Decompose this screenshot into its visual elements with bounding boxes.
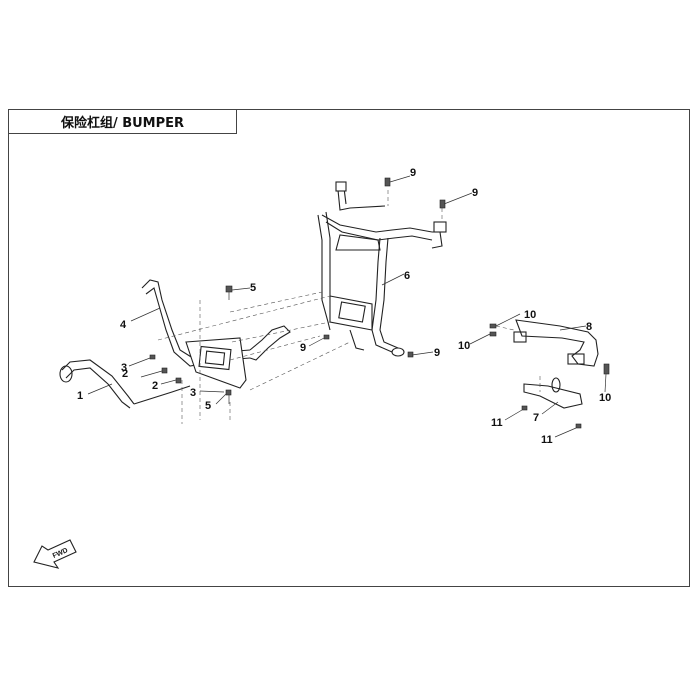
callout-10a: 10 (524, 309, 536, 321)
callout-labels: 1 2 2 3 3 4 5 5 6 7 8 9 9 9 9 10 10 10 1… (77, 167, 611, 446)
callout-5a: 5 (250, 282, 256, 294)
callout-9b: 9 (472, 187, 478, 199)
leader-lines (87, 175, 607, 438)
diagram-frame (8, 109, 690, 587)
hardware (149, 177, 610, 429)
callout-4: 4 (120, 319, 127, 331)
callout-3a: 3 (121, 362, 127, 374)
alignment-lines (157, 190, 541, 424)
fwd-arrow-icon: FWD (33, 539, 77, 569)
part-1-lower-bumper-bar (59, 359, 191, 409)
callout-2b: 2 (152, 380, 158, 392)
callout-2a: 2 (122, 368, 128, 380)
callout-10c: 10 (599, 392, 611, 404)
callout-6: 6 (404, 270, 410, 282)
callout-10b: 10 (458, 340, 470, 352)
part-6-support-frame (317, 181, 447, 357)
part-8-rear-bracket (513, 319, 599, 367)
callout-5b: 5 (205, 400, 211, 412)
callout-1: 1 (77, 390, 83, 402)
callout-9c: 9 (300, 342, 306, 354)
callout-7: 7 (533, 412, 539, 424)
callout-3b: 3 (190, 387, 196, 399)
callout-9a: 9 (410, 167, 416, 179)
callout-9d: 9 (434, 347, 440, 359)
callout-11b: 11 (541, 434, 553, 446)
diagram-title: 保险杠组/ BUMPER (8, 109, 237, 134)
callout-8: 8 (586, 321, 592, 333)
part-7-tow-plate (523, 377, 583, 409)
callout-11a: 11 (491, 417, 503, 429)
